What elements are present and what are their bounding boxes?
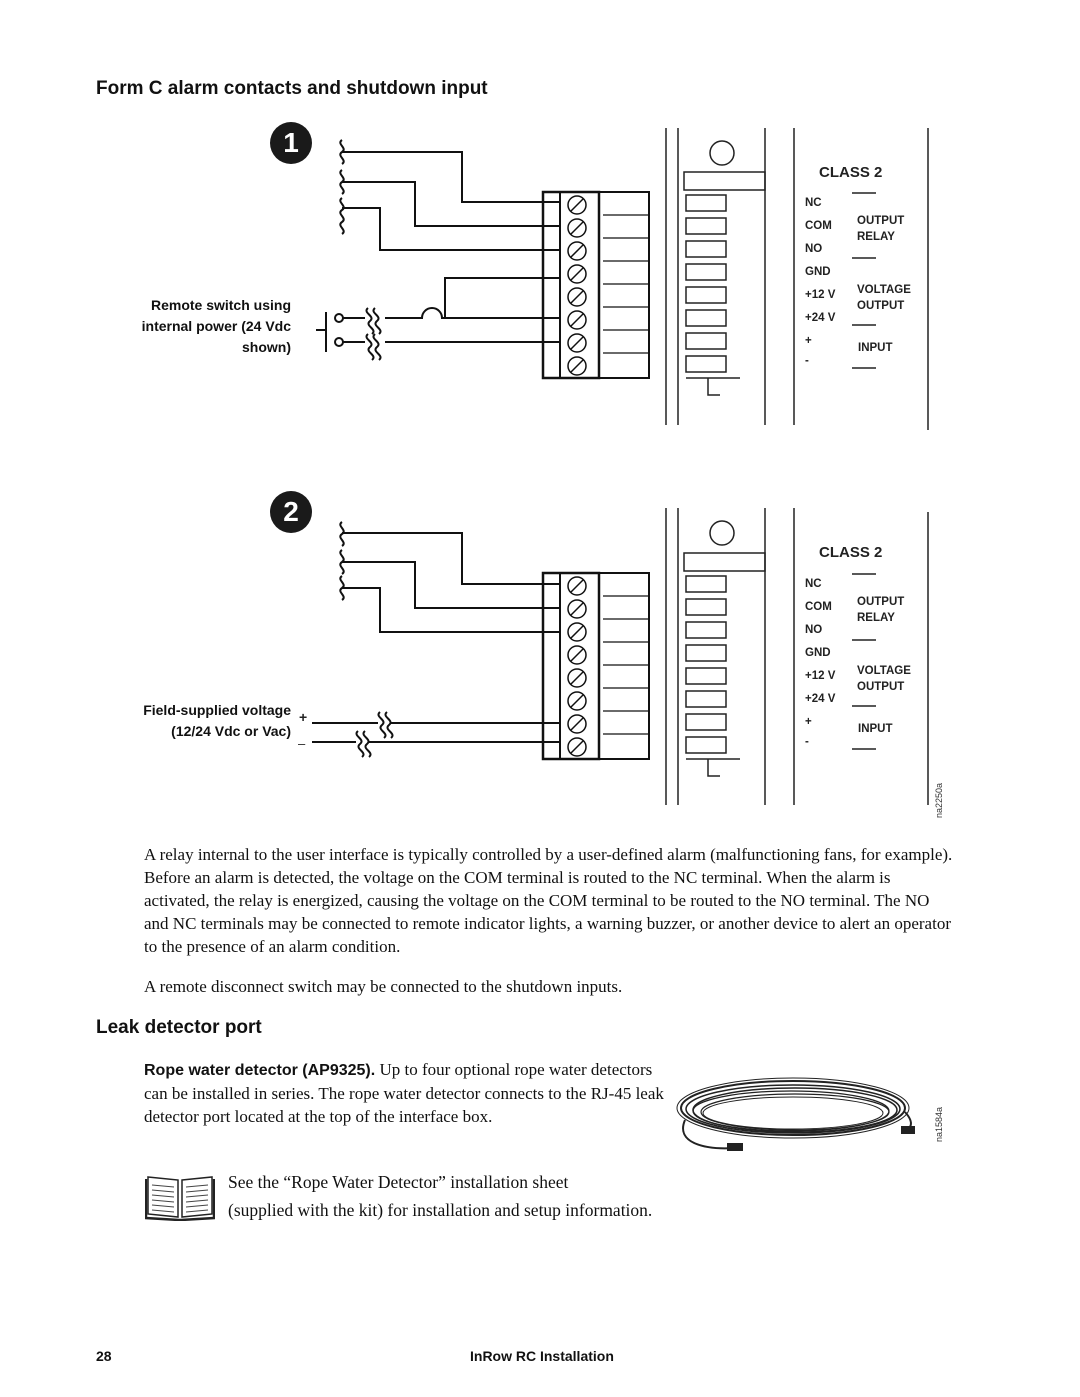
rope-water-detector-image — [676, 1077, 915, 1151]
panel1-terminal-minus: - — [805, 355, 809, 367]
page-number: 28 — [96, 1348, 112, 1364]
remote-switch-label: Remote switch using internal power (24 V… — [141, 297, 291, 355]
step-2-badge: 2 — [270, 491, 312, 533]
section-heading-form-c: Form C alarm contacts and shutdown input — [96, 78, 488, 99]
panel1-terminal-gnd: GND — [805, 266, 831, 278]
panel1-output-relay-2: RELAY — [857, 231, 895, 243]
panel1-terminal-plus: + — [805, 335, 812, 347]
diagram2-minus-sign: – — [298, 736, 306, 751]
panel1-output-relay-1: OUTPUT — [857, 215, 904, 227]
rope-detector-title: Rope water detector (AP9325). — [144, 1062, 376, 1079]
panel2-voltage-output-2: OUTPUT — [857, 681, 904, 693]
relay-paragraph: A relay internal to the user interface i… — [144, 845, 953, 956]
figure-id-na2250a: na2250a — [934, 782, 944, 818]
panel1-class-label: CLASS 2 — [819, 164, 882, 181]
panel2-terminal-nc: NC — [805, 578, 822, 590]
panel2-voltage-output-1: VOLTAGE — [857, 665, 911, 677]
panel2-output-relay-2: RELAY — [857, 612, 895, 624]
footer-title: InRow RC Installation — [470, 1348, 614, 1364]
book-icon — [145, 1176, 215, 1221]
figure-id-na1584a: na1584a — [934, 1106, 944, 1142]
rope-detector-paragraph: Rope water detector (AP9325). Up to four… — [144, 1058, 666, 1128]
panel1-terminal-com: COM — [805, 220, 832, 232]
panel2-terminal-no: NO — [805, 624, 822, 636]
rope-detector-text: Up to four optional rope water detectors… — [144, 1060, 664, 1126]
diagram2-plus-sign: + — [299, 709, 307, 725]
panel1-voltage-output-1: VOLTAGE — [857, 284, 911, 296]
panel2-terminal-minus: - — [805, 736, 809, 748]
panel2-class-label: CLASS 2 — [819, 544, 882, 561]
installation-sheet-note: See the “Rope Water Detector” installati… — [228, 1172, 653, 1220]
step-1-badge: 1 — [270, 122, 312, 164]
field-voltage-label: Field-supplied voltage (12/24 Vdc or Vac… — [143, 702, 291, 739]
panel2-terminal-24v: +24 V — [805, 693, 836, 705]
panel2-output-relay-1: OUTPUT — [857, 596, 904, 608]
panel1-voltage-output-2: OUTPUT — [857, 300, 904, 312]
panel2-input: INPUT — [858, 723, 893, 735]
panel1-terminal-24v: +24 V — [805, 312, 836, 324]
panel2-terminal-12v: +12 V — [805, 670, 836, 682]
panel2-terminal-plus: + — [805, 716, 812, 728]
panel2-terminal-com: COM — [805, 601, 832, 613]
section-heading-leak: Leak detector port — [96, 1017, 262, 1038]
panel1-input: INPUT — [858, 342, 893, 354]
panel1-terminal-no: NO — [805, 243, 822, 255]
panel1-terminal-12v: +12 V — [805, 289, 836, 301]
panel1-terminal-nc: NC — [805, 197, 822, 209]
panel2-terminal-gnd: GND — [805, 647, 831, 659]
disconnect-paragraph: A remote disconnect switch may be connec… — [144, 977, 623, 996]
